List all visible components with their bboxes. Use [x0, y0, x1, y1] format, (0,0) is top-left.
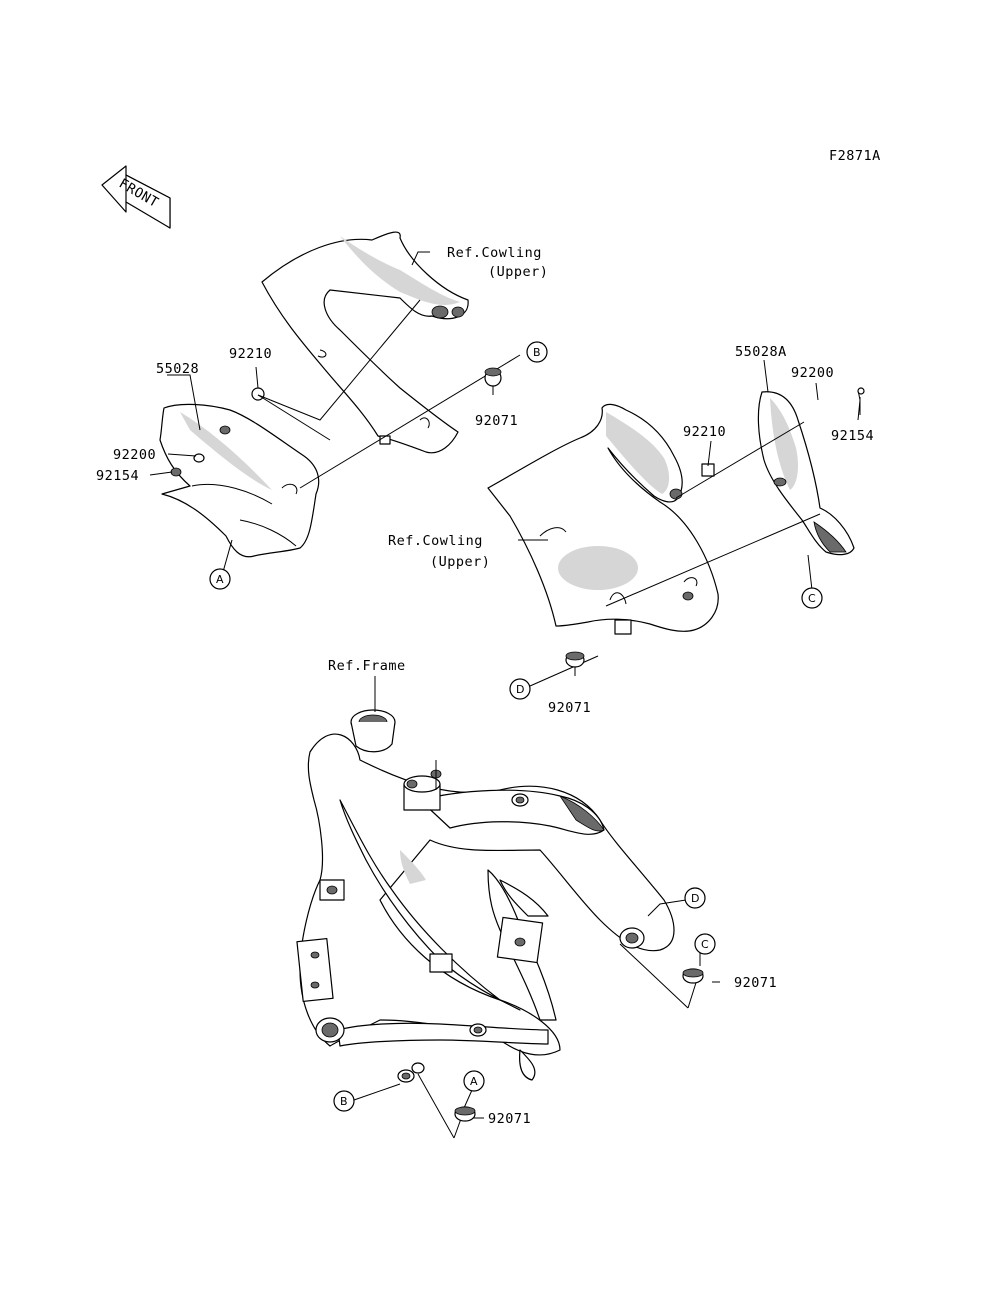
grommet-92071-c-frame — [682, 968, 704, 984]
part-92210-left-label: 92210 — [229, 346, 272, 362]
callout-c-right: C — [801, 587, 823, 609]
svg-text:C: C — [701, 938, 709, 951]
callout-d-mid: D — [509, 678, 531, 700]
grommet-92071-a-frame — [454, 1106, 476, 1122]
ref-cowling-upper-right-label: Ref.Cowling — [388, 533, 483, 549]
part-55028-label: 55028 — [156, 361, 199, 377]
part-55028A-label: 55028A — [735, 344, 787, 360]
part-92154-left-label: 92154 — [96, 468, 139, 484]
svg-text:D: D — [516, 683, 524, 696]
ref-cowling-upper-left-label: Ref.Cowling — [447, 245, 542, 261]
ref-cowling-upper-left-sub: (Upper) — [488, 264, 548, 280]
part-92200-right-label: 92200 — [791, 365, 834, 381]
svg-text:C: C — [808, 592, 816, 605]
center-cowl-left — [159, 231, 469, 558]
part-92200-left-label: 92200 — [113, 447, 156, 463]
figure-id: F2871A — [829, 148, 881, 164]
leader-lines-left — [149, 251, 521, 573]
callout-a-frame: A — [463, 1070, 485, 1092]
callout-b-frame: B — [333, 1090, 355, 1112]
part-92071-d-top-label: 92071 — [548, 700, 591, 716]
part-92071-a-frame-label: 92071 — [488, 1111, 531, 1127]
svg-text:B: B — [533, 346, 541, 359]
ref-frame-label: Ref.Frame — [328, 658, 406, 674]
part-92071-c-frame-label: 92071 — [734, 975, 777, 991]
grommet-92071-d-top — [565, 651, 585, 668]
svg-text:A: A — [216, 573, 224, 586]
part-92210-right-label: 92210 — [683, 424, 726, 440]
callout-a-left: A — [209, 568, 231, 590]
leader-lines-right — [518, 359, 861, 687]
svg-text:B: B — [340, 1095, 348, 1108]
front-arrow-icon: FRONT — [101, 165, 171, 229]
callout-c-frame: C — [694, 933, 716, 955]
callout-d-frame: D — [684, 887, 706, 909]
grommet-92071-b-top — [484, 367, 502, 387]
center-cowl-right — [487, 387, 865, 635]
part-92154-right-label: 92154 — [831, 428, 874, 444]
svg-text:D: D — [691, 892, 699, 905]
frame — [296, 709, 675, 1083]
ref-cowling-upper-right-sub: (Upper) — [430, 554, 490, 570]
svg-text:A: A — [470, 1075, 478, 1088]
part-92071-b-top-label: 92071 — [475, 413, 518, 429]
callout-b-top: B — [526, 341, 548, 363]
